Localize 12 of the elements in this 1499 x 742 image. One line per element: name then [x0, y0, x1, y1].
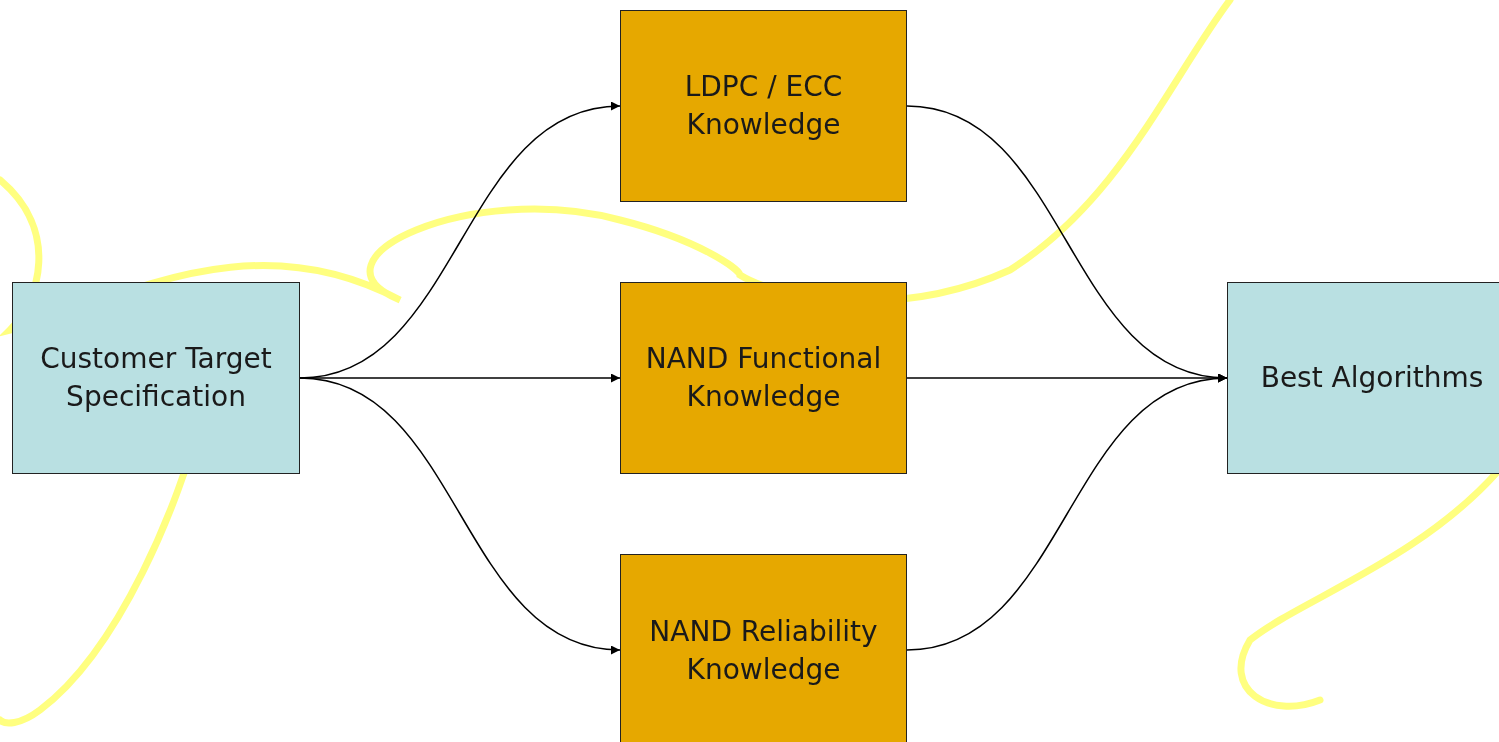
process-box [620, 282, 907, 474]
arrow [299, 377, 621, 654]
process-box [620, 554, 907, 742]
process-box [1227, 282, 1499, 474]
box-label: Customer Target Specification [39, 341, 273, 415]
process-box [620, 10, 907, 202]
arrow [906, 374, 1228, 651]
box-label: Best Algorithms [1259, 360, 1485, 396]
box-label: NAND Functional Knowledge [644, 341, 883, 415]
process-box [12, 282, 300, 474]
box-label: NAND Reliability Knowledge [648, 614, 879, 688]
box-label: LDPC / ECC Knowledge [683, 69, 844, 143]
